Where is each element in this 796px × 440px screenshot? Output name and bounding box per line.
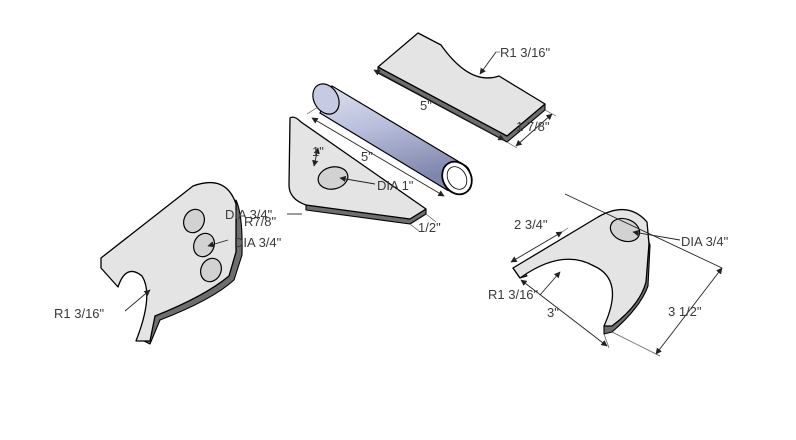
right-hole-label: DIA 3/4"	[681, 234, 729, 249]
left-hole-top-label: DIA 3/4"	[225, 207, 273, 222]
tab-radius-label: R7/8"	[244, 214, 276, 229]
left-radius-label: R1 3/16"	[54, 306, 105, 321]
left-hole-mid-label: DIA 3/4"	[234, 235, 282, 250]
right-width-label: 3"	[547, 305, 559, 320]
left-plate	[100, 181, 243, 345]
tube	[306, 83, 473, 197]
tab-plate	[287, 116, 437, 233]
right-bracket	[510, 193, 723, 357]
tab-thickness-label: 1/2"	[418, 220, 441, 235]
tube-length-label: 5"	[361, 149, 373, 164]
right-radius-label: R1 3/16"	[488, 287, 539, 302]
top-plate-radius-label: R1 3/16"	[500, 45, 551, 60]
right-height-label: 3 1/2"	[668, 304, 702, 319]
right-height-upper-label: 2 3/4"	[514, 217, 548, 232]
top-plate	[373, 32, 557, 149]
tab-offset-label: 1"	[312, 144, 324, 159]
top-plate-width-label: 1 7/8"	[516, 119, 550, 134]
tab-hole-label: DIA 1"	[377, 178, 414, 193]
top-plate-length-label: 5"	[420, 98, 432, 113]
